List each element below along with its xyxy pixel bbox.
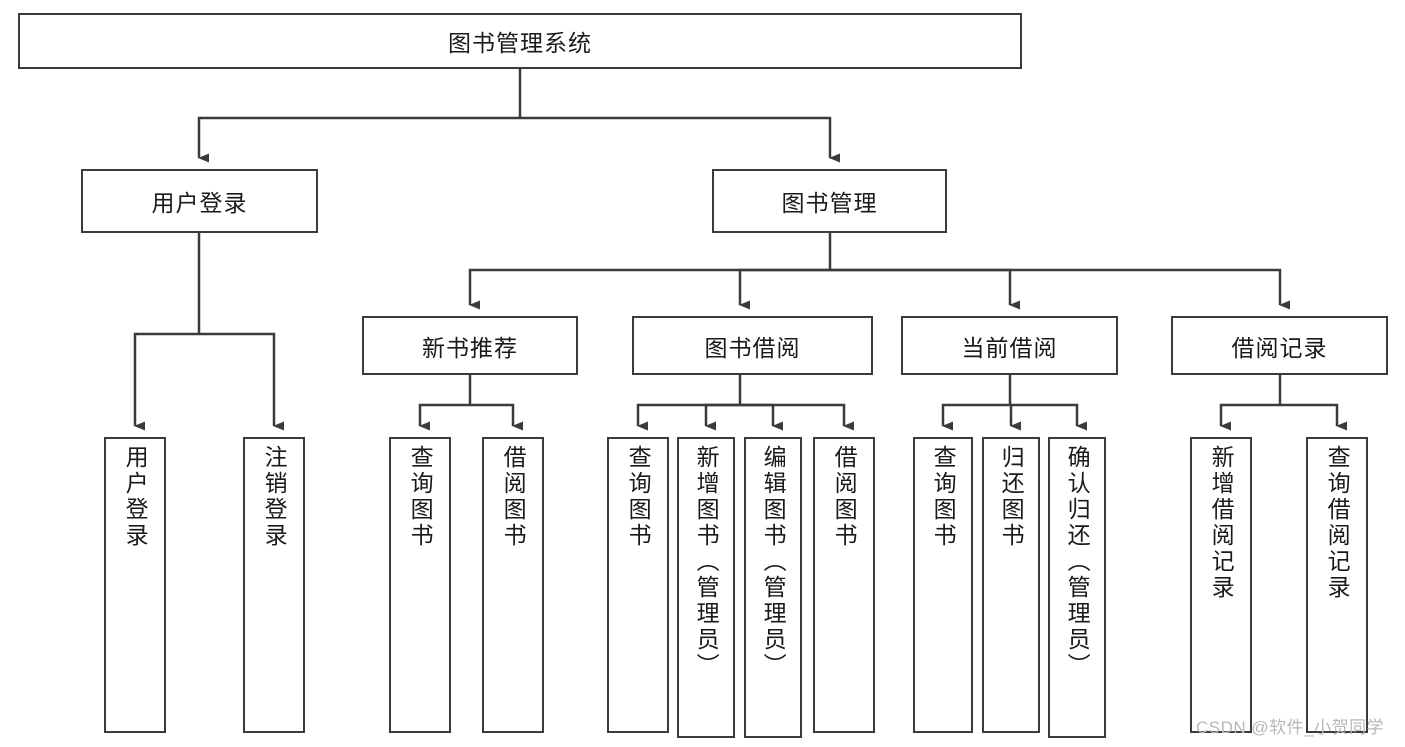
leaf-node-leaf-borrow-book-2[interactable]: 借阅图书 [813,437,875,733]
node-label: 查询图书 [407,445,434,549]
edge-borrow-record-to-leaf-query-borrow-record [1280,403,1347,431]
node-label: 当前借阅 [961,334,1058,361]
edge-new-book-recommend-to-leaf-query-book-1 [418,403,470,431]
level3-node-new-book-recommend[interactable]: 新书推荐 [362,316,578,375]
leaf-node-leaf-query-book-3[interactable]: 查询图书 [913,437,973,733]
level2-node-user-login[interactable]: 用户登录 [81,169,318,233]
node-label: 查询图书 [930,445,957,549]
edge-user-login-to-leaf-user-logout [199,332,284,431]
node-label: 确认归还（管理员） [1064,445,1091,679]
node-label: 图书管理系统 [448,30,592,56]
leaf-node-leaf-confirm-return[interactable]: 确认归还（管理员） [1048,437,1106,738]
edge-new-book-recommend-to-leaf-borrow-book-1 [470,403,523,431]
node-label: 查询图书 [625,445,652,549]
level3-node-current-borrow[interactable]: 当前借阅 [901,316,1118,375]
edge-book-manage-to-book-borrow [738,268,830,310]
node-label: 图书借阅 [704,334,801,361]
node-label: 图书管理 [781,190,878,216]
leaf-node-leaf-query-book-2[interactable]: 查询图书 [607,437,669,733]
edge-book-manage-to-current-borrow [830,268,1020,310]
edge-current-borrow-to-leaf-query-book-3 [941,403,1010,431]
edge-root-to-user-login [197,116,520,163]
level2-node-book-manage[interactable]: 图书管理 [712,169,947,233]
edge-book-borrow-to-leaf-query-book-2 [636,403,740,431]
node-label: 注销登录 [261,445,288,549]
leaf-node-leaf-add-borrow-record[interactable]: 新增借阅记录 [1190,437,1252,733]
csdn-watermark: CSDN @软件_小贺同学 [1196,718,1385,737]
node-label: 归还图书 [998,445,1025,549]
node-label: 用户登录 [151,190,248,216]
edge-book-manage-to-new-book-recommend [468,268,830,310]
node-label: 新增借阅记录 [1208,445,1235,601]
node-label: 借阅记录 [1231,334,1328,361]
node-label: 用户登录 [122,445,149,549]
edge-borrow-record-to-leaf-add-borrow-record [1219,403,1280,431]
edge-root-to-book-manage [520,116,840,163]
node-label: 新增图书（管理员） [693,445,720,679]
node-label: 借阅图书 [500,445,527,549]
leaf-node-leaf-query-borrow-record[interactable]: 查询借阅记录 [1306,437,1368,733]
edge-book-manage-to-borrow-record [830,268,1290,310]
node-label: 查询借阅记录 [1324,445,1351,601]
edge-current-borrow-to-leaf-confirm-return [1010,403,1087,431]
node-label: 借阅图书 [831,445,858,549]
leaf-node-leaf-borrow-book-1[interactable]: 借阅图书 [482,437,544,733]
edge-book-borrow-to-leaf-borrow-book-2 [740,403,854,431]
leaf-node-leaf-user-logout[interactable]: 注销登录 [243,437,305,733]
node-label: 新书推荐 [422,334,518,361]
edge-book-borrow-to-leaf-edit-book [740,403,783,431]
level3-node-book-borrow[interactable]: 图书借阅 [632,316,873,375]
root-node-root[interactable]: 图书管理系统 [18,13,1022,69]
level3-node-borrow-record[interactable]: 借阅记录 [1171,316,1388,375]
edge-book-borrow-to-leaf-add-book [704,403,740,431]
edge-current-borrow-to-leaf-return-book [1009,403,1021,431]
edge-user-login-to-leaf-user-login [133,332,199,431]
leaf-node-leaf-query-book-1[interactable]: 查询图书 [389,437,451,733]
leaf-node-leaf-add-book[interactable]: 新增图书（管理员） [677,437,735,738]
leaf-node-leaf-edit-book[interactable]: 编辑图书（管理员） [744,437,802,738]
leaf-node-leaf-user-login[interactable]: 用户登录 [104,437,166,733]
node-label: 编辑图书（管理员） [760,445,787,679]
leaf-node-leaf-return-book[interactable]: 归还图书 [982,437,1040,733]
